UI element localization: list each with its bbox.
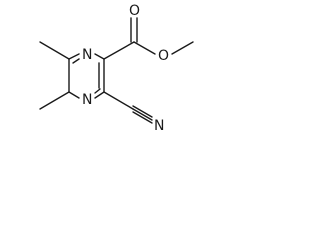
structure-diagram: N N O O N: [39, 3, 194, 134]
atom-ester-o: O: [158, 48, 169, 64]
bond-methyl-c5: [39, 91, 70, 110]
bond-c3-nitrile-c: [103, 91, 134, 110]
bond-ester-o-methyl: [171, 41, 194, 55]
bond-n4-c3-inner: [94, 88, 101, 94]
bond-nitrile-triple-c: [132, 111, 153, 124]
bond-carbonyl-ester-o: [133, 41, 156, 55]
atom-nitrile-n: N: [154, 118, 164, 134]
bond-n1-c6: [68, 53, 80, 60]
bond-n1-c6-inner: [72, 58, 80, 64]
atom-ring-n-bottom: N: [82, 92, 92, 108]
bond-nitrile-triple-b: [132, 108, 153, 121]
bond-methyl-c6: [39, 41, 70, 60]
bond-c2-n1: [94, 53, 105, 60]
bond-nitrile-triple-a: [132, 105, 153, 118]
atom-ring-n-top: N: [82, 47, 92, 63]
bond-c2-carbonyl: [103, 41, 135, 60]
bond-n4-c3: [94, 91, 105, 99]
atom-carbonyl-o: O: [129, 3, 140, 19]
bond-c5-n4: [68, 91, 80, 99]
